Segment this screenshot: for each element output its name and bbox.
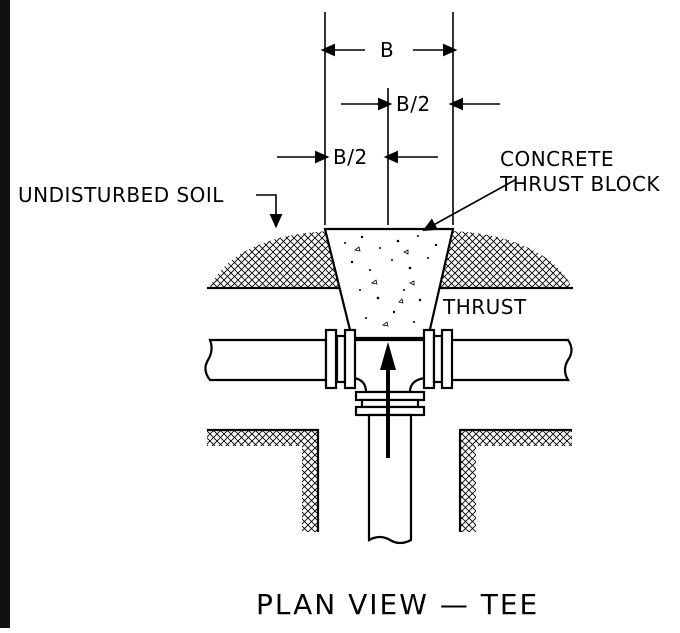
soil-upper-right: [432, 231, 572, 287]
soil-lower-right-edge: [458, 428, 572, 532]
dim-half-lower-label: B/2: [333, 145, 368, 169]
branch-pipe: [367, 413, 413, 545]
dimension-lines: [277, 12, 500, 225]
thrust-arrow: [380, 342, 396, 458]
leader-lines: [256, 179, 516, 232]
block-label-line2: THRUST BLOCK: [499, 172, 660, 196]
block-label-line1: CONCRETE: [500, 147, 614, 171]
thrust-label: THRUST: [442, 295, 527, 319]
dim-half-upper-label: B/2: [396, 92, 431, 116]
soil-lower-left-fill: [207, 430, 318, 532]
dim-b-label: B: [380, 38, 394, 62]
soil-lower-right-fill: [460, 430, 572, 532]
soil-lower-left-edge: [207, 428, 320, 532]
concrete-thrust-block: [323, 227, 455, 340]
soil-lower: [207, 428, 572, 532]
main-pipe: [204, 328, 573, 417]
block-leader: [422, 179, 516, 232]
soil-upper-left: [210, 231, 350, 287]
left-border: [0, 0, 10, 628]
soil-label: UNDISTURBED SOIL: [18, 183, 224, 207]
soil-leader: [256, 194, 283, 229]
diagram-caption: PLAN VIEW — TEE: [256, 588, 539, 621]
concrete-speckle: [344, 235, 438, 327]
